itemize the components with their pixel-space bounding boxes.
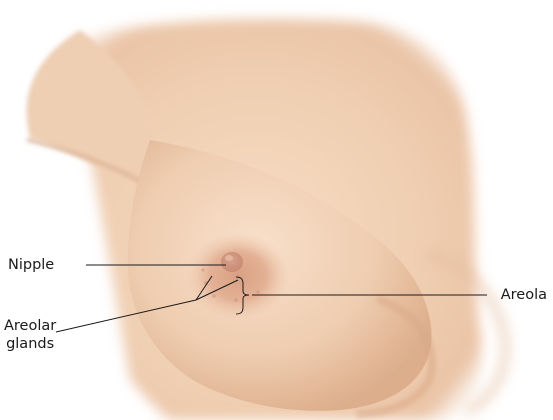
label-areolar-glands-line1: Areolar: [4, 317, 56, 335]
nipple: [221, 252, 243, 272]
nipple-highlight: [225, 255, 233, 261]
label-nipple: Nipple: [8, 256, 54, 274]
label-areolar-glands-line2: glands: [4, 335, 56, 353]
label-areola: Areola: [501, 286, 547, 304]
areola: [186, 232, 290, 320]
label-areolar-glands: Areolar glands: [4, 317, 56, 353]
